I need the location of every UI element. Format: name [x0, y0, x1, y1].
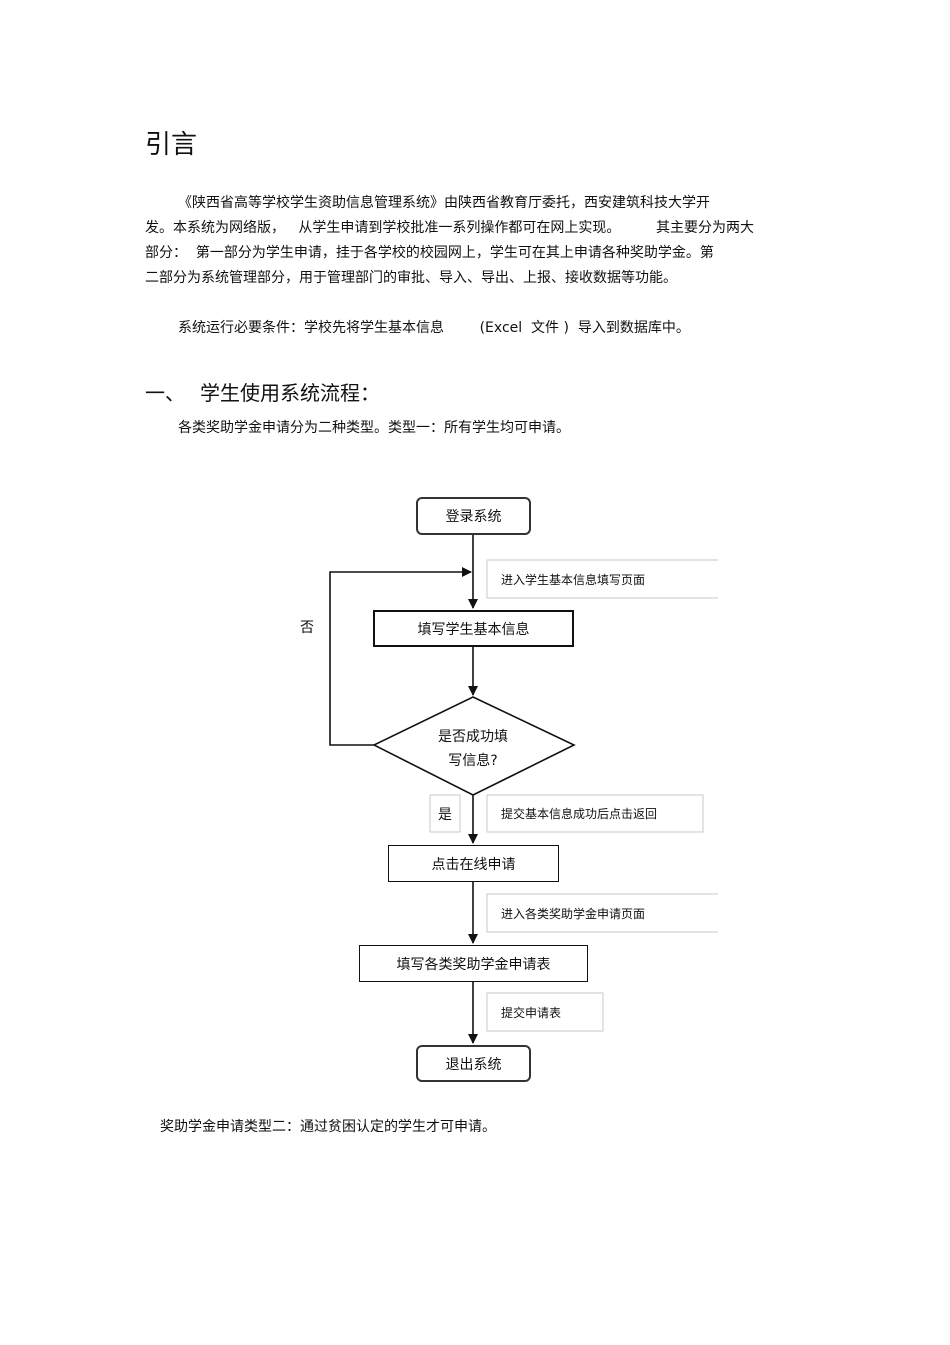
node-fill-form: 填写各类奖助学金申请表 — [359, 945, 588, 982]
note-submit-info: 提交基本信息成功后点击返回 — [501, 807, 658, 821]
node-apply-online: 点击在线申请 — [388, 845, 559, 882]
decision-line-1: 是否成功填 — [438, 729, 508, 745]
node-logout: 退出系统 — [416, 1045, 531, 1082]
requirement-text: 系统运行必要条件：学校先将学生基本信息 (Excel 文件 ) 导入到数据库中。 — [178, 320, 690, 336]
intro-line-1: 《陕西省高等学校学生资助信息管理系统》由陕西省教育厅委托，西安建筑科技大学开 — [178, 195, 710, 211]
node-fill-info: 填写学生基本信息 — [373, 610, 574, 647]
intro-line-2: 发。本系统为网络版， 从学生申请到学校批准一系列操作都可在网上实现。 其主要分为… — [145, 220, 754, 236]
intro-line-4: 二部分为系统管理部分，用于管理部门的审批、导入、导出、上报、接收数据等功能。 — [145, 270, 677, 286]
decision-diamond — [372, 696, 576, 796]
label-no: 否 — [300, 620, 314, 636]
note-enter-apply: 进入各类奖助学金申请页面 — [501, 906, 646, 921]
page-heading: 引言 — [145, 130, 198, 160]
intro-line-3: 部分： 第一部分为学生申请，挂于各学校的校园网上，学生可在其上申请各种奖助学金。… — [145, 245, 714, 261]
section-number: 一、 — [145, 381, 185, 405]
label-yes: 是 — [438, 806, 452, 823]
note-submit-form: 提交申请表 — [501, 1005, 562, 1020]
type1-text: 各类奖助学金申请分为二种类型。类型一：所有学生均可申请。 — [178, 420, 570, 436]
section-title: 学生使用系统流程： — [200, 381, 380, 405]
node-login: 登录系统 — [416, 497, 531, 535]
type2-text: 奖助学金申请类型二：通过贫困认定的学生才可申请。 — [160, 1119, 496, 1135]
note-enter-info: 进入学生基本信息填写页面 — [501, 572, 646, 587]
decision-line-2: 写信息? — [448, 753, 498, 769]
arrow-loop-back — [329, 567, 472, 746]
